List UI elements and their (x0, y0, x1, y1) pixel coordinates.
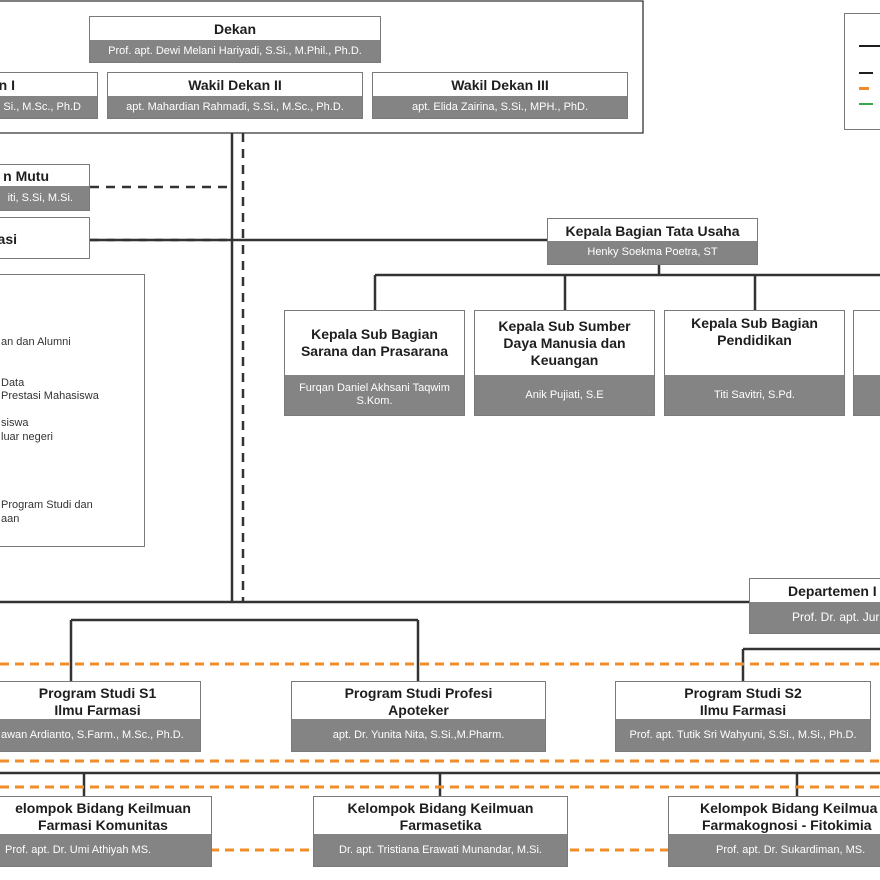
node-title: Kelompok Bidang Keilmua Farmakognosi - F… (700, 799, 878, 833)
node-title: Kelompok Bidang Keilmuan Farmasetika (347, 799, 534, 833)
node-name: Prof. apt. Tutik Sri Wahyuni, S.Si., M.S… (616, 719, 870, 751)
node-title: elompok Bidang Keilmuan Farmasi Komunita… (15, 799, 191, 833)
node-subbag-pendidikan[interactable]: Kepala Sub Bagian Pendidikan Titi Savitr… (664, 310, 845, 416)
panel-line: Program Studi dan (1, 499, 93, 511)
node-name: apt. Mahardian Rahmadi, S.Si., M.Sc., Ph… (108, 96, 362, 118)
node-title: asi (0, 230, 17, 247)
node-title: Kepala Sub Bagian Pendidikan (691, 315, 818, 348)
node-wakil-dekan-3[interactable]: Wakil Dekan III apt. Elida Zairina, S.Si… (372, 72, 628, 119)
legend-solid-line (859, 45, 880, 47)
node-name: awan Ardianto, S.Farm., M.Sc., Ph.D. (0, 719, 200, 751)
node-title: Wakil Dekan II (188, 77, 282, 93)
legend (844, 13, 880, 130)
node-subbag-sarana[interactable]: Kepala Sub Bagian Sarana dan Prasarana F… (284, 310, 465, 416)
panel-line: siswa (1, 417, 29, 429)
node-name: apt. Dr. Yunita Nita, S.Si.,M.Pharm. (292, 719, 545, 751)
node-name: Dr. apt. Tristiana Erawati Munandar, M.S… (314, 834, 567, 866)
panel-line: Data (1, 377, 25, 389)
node-name: Furqan Daniel Akhsani Taqwim S.Kom. (285, 375, 464, 415)
node-departemen[interactable]: Departemen I Prof. Dr. apt. Jur (749, 578, 880, 634)
node-title: Kepala Sub Sumber Daya Manusia dan Keuan… (498, 317, 631, 368)
node-name (854, 375, 880, 415)
node-name: Anik Pujiati, S.E (475, 375, 654, 415)
node-kabag-tata-usaha[interactable]: Kepala Bagian Tata Usaha Henky Soekma Po… (547, 218, 758, 265)
node-name: Titi Savitri, S.Pd. (665, 375, 844, 415)
node-name: apt. Elida Zairina, S.Si., MPH., PhD. (373, 96, 627, 118)
node-prodi-s1[interactable]: Program Studi S1 Ilmu Farmasi awan Ardia… (0, 681, 201, 752)
node-title: Program Studi S1 Ilmu Farmasi (38, 684, 157, 718)
node-name: Henky Soekma Poetra, ST (548, 241, 757, 264)
node-title: Kepala Sub Bagian Sarana dan Prasarana (300, 326, 449, 359)
node-unit-si[interactable]: asi (0, 217, 90, 259)
panel-line: an dan Alumni (1, 336, 71, 348)
node-title: Departemen I (788, 583, 877, 599)
panel-line: Prestasi Mahasiswa (1, 390, 99, 402)
node-title: Wakil Dekan III (451, 77, 549, 93)
node-kbk-farmakognosi[interactable]: Kelompok Bidang Keilmua Farmakognosi - F… (668, 796, 880, 867)
node-subbag-sdm-keuangan[interactable]: Kepala Sub Sumber Daya Manusia dan Keuan… (474, 310, 655, 416)
node-wakil-dekan-2[interactable]: Wakil Dekan II apt. Mahardian Rahmadi, S… (107, 72, 363, 119)
node-penjaminan-mutu[interactable]: n Mutu iti, S.Si, M.Si. (0, 164, 90, 211)
panel-line: aan (1, 513, 20, 525)
duties-panel: an dan Alumni Data Prestasi Mahasiswa si… (0, 274, 145, 547)
node-title: Dekan (213, 21, 257, 37)
node-name: Prof. apt. Dewi Melani Hariyadi, S.Si., … (90, 40, 380, 62)
node-name: Prof. apt. Dr. Umi Athiyah MS. (0, 834, 211, 866)
node-subbag-next[interactable] (853, 310, 880, 416)
legend-green-line (859, 103, 873, 105)
node-kbk-farmasetika[interactable]: Kelompok Bidang Keilmuan Farmasetika Dr.… (313, 796, 568, 867)
panel-line: luar negeri (1, 431, 53, 443)
node-name: Si., M.Sc., Ph.D (0, 96, 97, 118)
node-title: n I (0, 77, 15, 93)
node-title: Program Studi Profesi Apoteker (344, 684, 493, 718)
node-dekan[interactable]: Dekan Prof. apt. Dewi Melani Hariyadi, S… (89, 16, 381, 63)
node-prodi-profesi[interactable]: Program Studi Profesi Apoteker apt. Dr. … (291, 681, 546, 752)
node-name: iti, S.Si, M.Si. (0, 186, 89, 210)
node-name: Prof. Dr. apt. Jur (750, 602, 880, 633)
node-name: Prof. apt. Dr. Sukardiman, MS. (669, 834, 880, 866)
node-title: Program Studi S2 Ilmu Farmasi (684, 684, 802, 718)
legend-orange-line (859, 87, 869, 90)
node-title: n Mutu (3, 168, 49, 184)
node-wakil-dekan-1[interactable]: n I Si., M.Sc., Ph.D (0, 72, 98, 119)
node-kbk-farmasi-komunitas[interactable]: elompok Bidang Keilmuan Farmasi Komunita… (0, 796, 212, 867)
node-prodi-s2[interactable]: Program Studi S2 Ilmu Farmasi Prof. apt.… (615, 681, 871, 752)
node-title: Kepala Bagian Tata Usaha (565, 222, 740, 239)
legend-solid-line-2 (859, 72, 873, 74)
